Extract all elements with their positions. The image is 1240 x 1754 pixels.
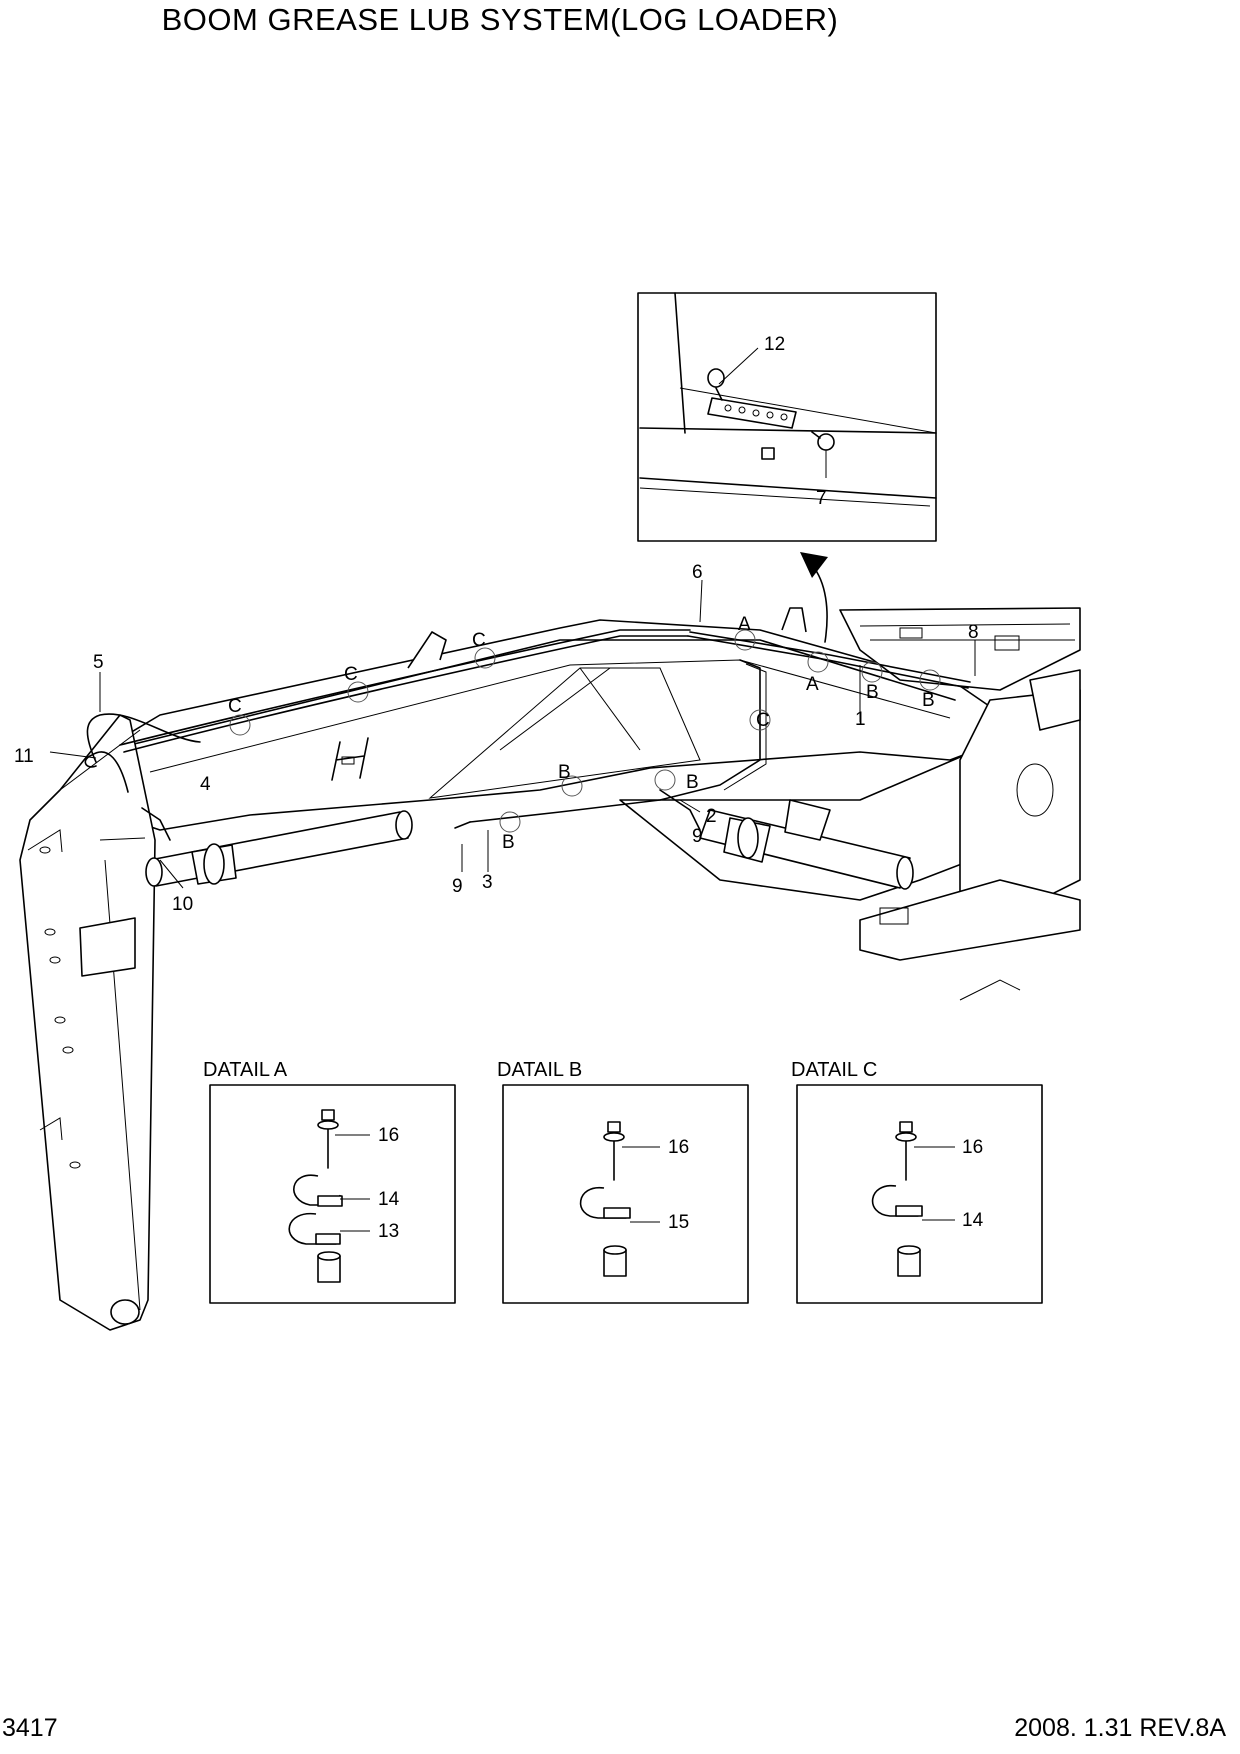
- callout-8: 8: [968, 622, 979, 643]
- callout-4: 4: [200, 774, 211, 795]
- detail-b-box: [502, 1084, 749, 1304]
- detail-a-title: DATAIL A: [203, 1059, 288, 1081]
- grease-lines: [84, 629, 971, 841]
- detail-ref-c: C: [344, 664, 358, 685]
- detail-ref-a: A: [738, 614, 751, 635]
- boom-cylinders: [145, 799, 1081, 1001]
- detail-arrow: [811, 564, 828, 643]
- upper-structure: [839, 607, 1081, 731]
- callout-9-right: 9: [692, 826, 703, 847]
- callout-3: 3: [482, 872, 493, 893]
- detail-ref-c: C: [756, 710, 770, 731]
- callout-1: 1: [855, 709, 866, 730]
- detail-ref-a: A: [806, 674, 819, 695]
- detail-c-box: [796, 1084, 1043, 1304]
- detail-ref-c: C: [228, 696, 242, 717]
- detail-ref-b: B: [558, 762, 571, 783]
- page-title: BOOM GREASE LUB SYSTEM(LOG LOADER): [161, 2, 839, 37]
- detail-arrowhead: [800, 552, 828, 578]
- callout-7: 7: [816, 488, 827, 509]
- boom-structure: [19, 607, 1081, 1331]
- inset-box: [637, 292, 937, 542]
- detail-ref-c: C: [472, 630, 486, 651]
- detail-a-part-16: 16: [378, 1125, 399, 1146]
- detail-ref-b: B: [502, 832, 515, 853]
- leader-lines: [49, 579, 976, 889]
- detail-c-part-14: 14: [962, 1210, 984, 1231]
- detail-ref-b: B: [922, 690, 935, 711]
- detail-c-part-16: 16: [962, 1137, 983, 1158]
- callout-11: 11: [14, 746, 34, 767]
- page-number: 3417: [2, 1714, 58, 1742]
- detail-a-box: [209, 1084, 456, 1304]
- callout-2: 2: [706, 806, 717, 827]
- detail-a-part-13: 13: [378, 1221, 399, 1242]
- callout-12: 12: [764, 334, 785, 355]
- callout-6: 6: [692, 562, 703, 583]
- callout-5: 5: [93, 652, 104, 673]
- detail-b-part-15: 15: [668, 1212, 689, 1233]
- detail-a-part-14: 14: [378, 1189, 400, 1210]
- callout-9-left: 9: [452, 876, 463, 897]
- detail-c-title: DATAIL C: [791, 1059, 877, 1081]
- callout-10: 10: [172, 894, 193, 915]
- revision-date: 2008. 1.31 REV.8A: [1014, 1714, 1226, 1742]
- detail-markers: [229, 629, 941, 833]
- detail-b-part-16: 16: [668, 1137, 689, 1158]
- detail-b-title: DATAIL B: [497, 1059, 582, 1081]
- detail-ref-b: B: [866, 682, 879, 703]
- detail-ref-b: B: [686, 772, 699, 793]
